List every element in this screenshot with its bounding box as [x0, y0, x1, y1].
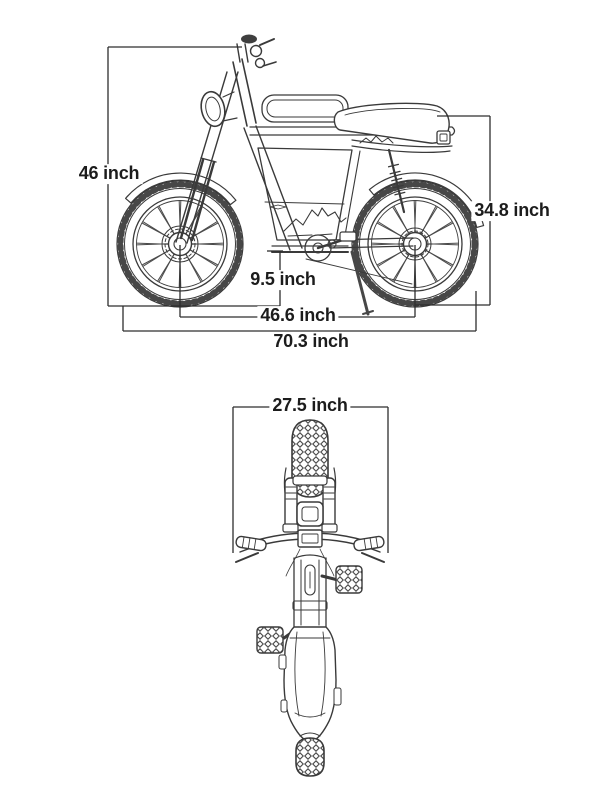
dim-ground-clearance-label: 9.5 inch: [247, 269, 319, 290]
rear-tire-front: [295, 737, 325, 777]
left-brake-lever: [235, 552, 259, 563]
left-pedal: [256, 626, 284, 654]
rack-mountain-motif: [359, 135, 394, 144]
dim-wheelbase-label: 46.6 inch: [257, 305, 339, 326]
right-pedal: [335, 565, 363, 594]
dim-overall-length-label: 70.3 inch: [270, 331, 352, 352]
right-brake-lever: [361, 552, 385, 563]
bike-side-view-drawing: [117, 34, 485, 316]
dim-seat-height-label: 34.8 inch: [471, 200, 553, 221]
rear-fender: [368, 172, 485, 228]
kickstand: [350, 250, 374, 316]
front-fork-front: [282, 475, 338, 533]
dim-overall-height-label: 46 inch: [75, 163, 143, 184]
dim-overall-length-lines: [122, 291, 477, 332]
drivetrain: [304, 231, 413, 285]
handlebar-cluster: [232, 34, 277, 127]
bike-front-view-drawing: [235, 419, 385, 777]
right-grip: [353, 535, 385, 552]
left-grip: [235, 535, 267, 552]
frame-column-front: [292, 554, 328, 628]
seat: [333, 102, 453, 153]
headlight: [200, 90, 226, 128]
rear-shock: [387, 148, 406, 214]
taillight: [436, 130, 451, 145]
headlight-front: [296, 501, 324, 527]
dim-handlebar-width-label: 27.5 inch: [269, 395, 351, 416]
pedal: [339, 231, 357, 242]
body-front: [278, 626, 342, 743]
display-console: [297, 529, 323, 548]
